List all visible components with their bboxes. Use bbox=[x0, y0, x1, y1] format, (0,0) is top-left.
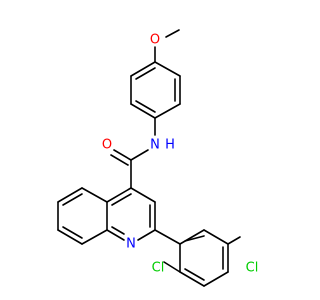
bond-q-c4-c3 bbox=[130, 187, 156, 203]
bond-q-c4a-c5 bbox=[81, 187, 108, 203]
quinoline-nitrogen-label: N bbox=[126, 237, 136, 252]
chlorine-para-label: Cl bbox=[246, 261, 259, 276]
bond-ring3-e-inner bbox=[184, 268, 205, 281]
bond-q-n1-c8a bbox=[106, 229, 125, 241]
bond-q-n1-c8a-inner bbox=[111, 226, 125, 235]
bond-carbonyl-double-b bbox=[110, 154, 129, 166]
bond-q-c4a-c4 bbox=[106, 187, 132, 203]
bond-ring1-d bbox=[130, 103, 156, 119]
amide-hydrogen-label: H bbox=[165, 138, 175, 153]
bond-cl-ortho bbox=[163, 261, 181, 273]
bond-cl-para bbox=[227, 236, 241, 245]
bond-ring3-a bbox=[179, 229, 205, 245]
molecule-structure-diagram: O N H O N Cl Cl bbox=[57, 29, 258, 287]
bond-c2-aryl bbox=[154, 229, 181, 245]
bond-q-c5-c6-inner bbox=[62, 193, 83, 206]
bond-ring3-b bbox=[203, 229, 229, 245]
bond-q-c7-c8 bbox=[57, 229, 83, 245]
bond-ring1-f-inner bbox=[135, 67, 156, 80]
bond-carbonyl-double-a bbox=[113, 149, 132, 161]
bond-q-c7-c8-inner bbox=[62, 226, 83, 239]
bond-ring3-d bbox=[203, 271, 229, 287]
bond-ring3-a-inner bbox=[184, 235, 205, 242]
bond-q-c2-n1 bbox=[137, 229, 156, 241]
bond-q-c8-c8a bbox=[81, 229, 108, 245]
bond-q-c5-c6 bbox=[57, 187, 83, 203]
bond-ring1-c bbox=[154, 103, 181, 119]
bond-ring1-d-inner bbox=[135, 100, 156, 113]
bond-lines bbox=[57, 29, 241, 287]
bond-q-c4a-c4-inner bbox=[111, 193, 132, 206]
chlorine-ortho-label: Cl bbox=[152, 261, 165, 276]
bond-ring3-e bbox=[179, 271, 205, 287]
bond-ring1-a bbox=[154, 61, 181, 77]
bond-nh-carbonyl bbox=[130, 149, 149, 161]
amide-nitrogen-label: N bbox=[150, 138, 160, 153]
bond-ring1-f bbox=[130, 61, 156, 77]
methoxy-oxygen-label: O bbox=[150, 33, 160, 48]
atom-labels: O N H O N Cl Cl bbox=[102, 33, 258, 276]
carbonyl-oxygen-label: O bbox=[102, 138, 112, 153]
bond-methyl-oxygen bbox=[165, 29, 180, 38]
